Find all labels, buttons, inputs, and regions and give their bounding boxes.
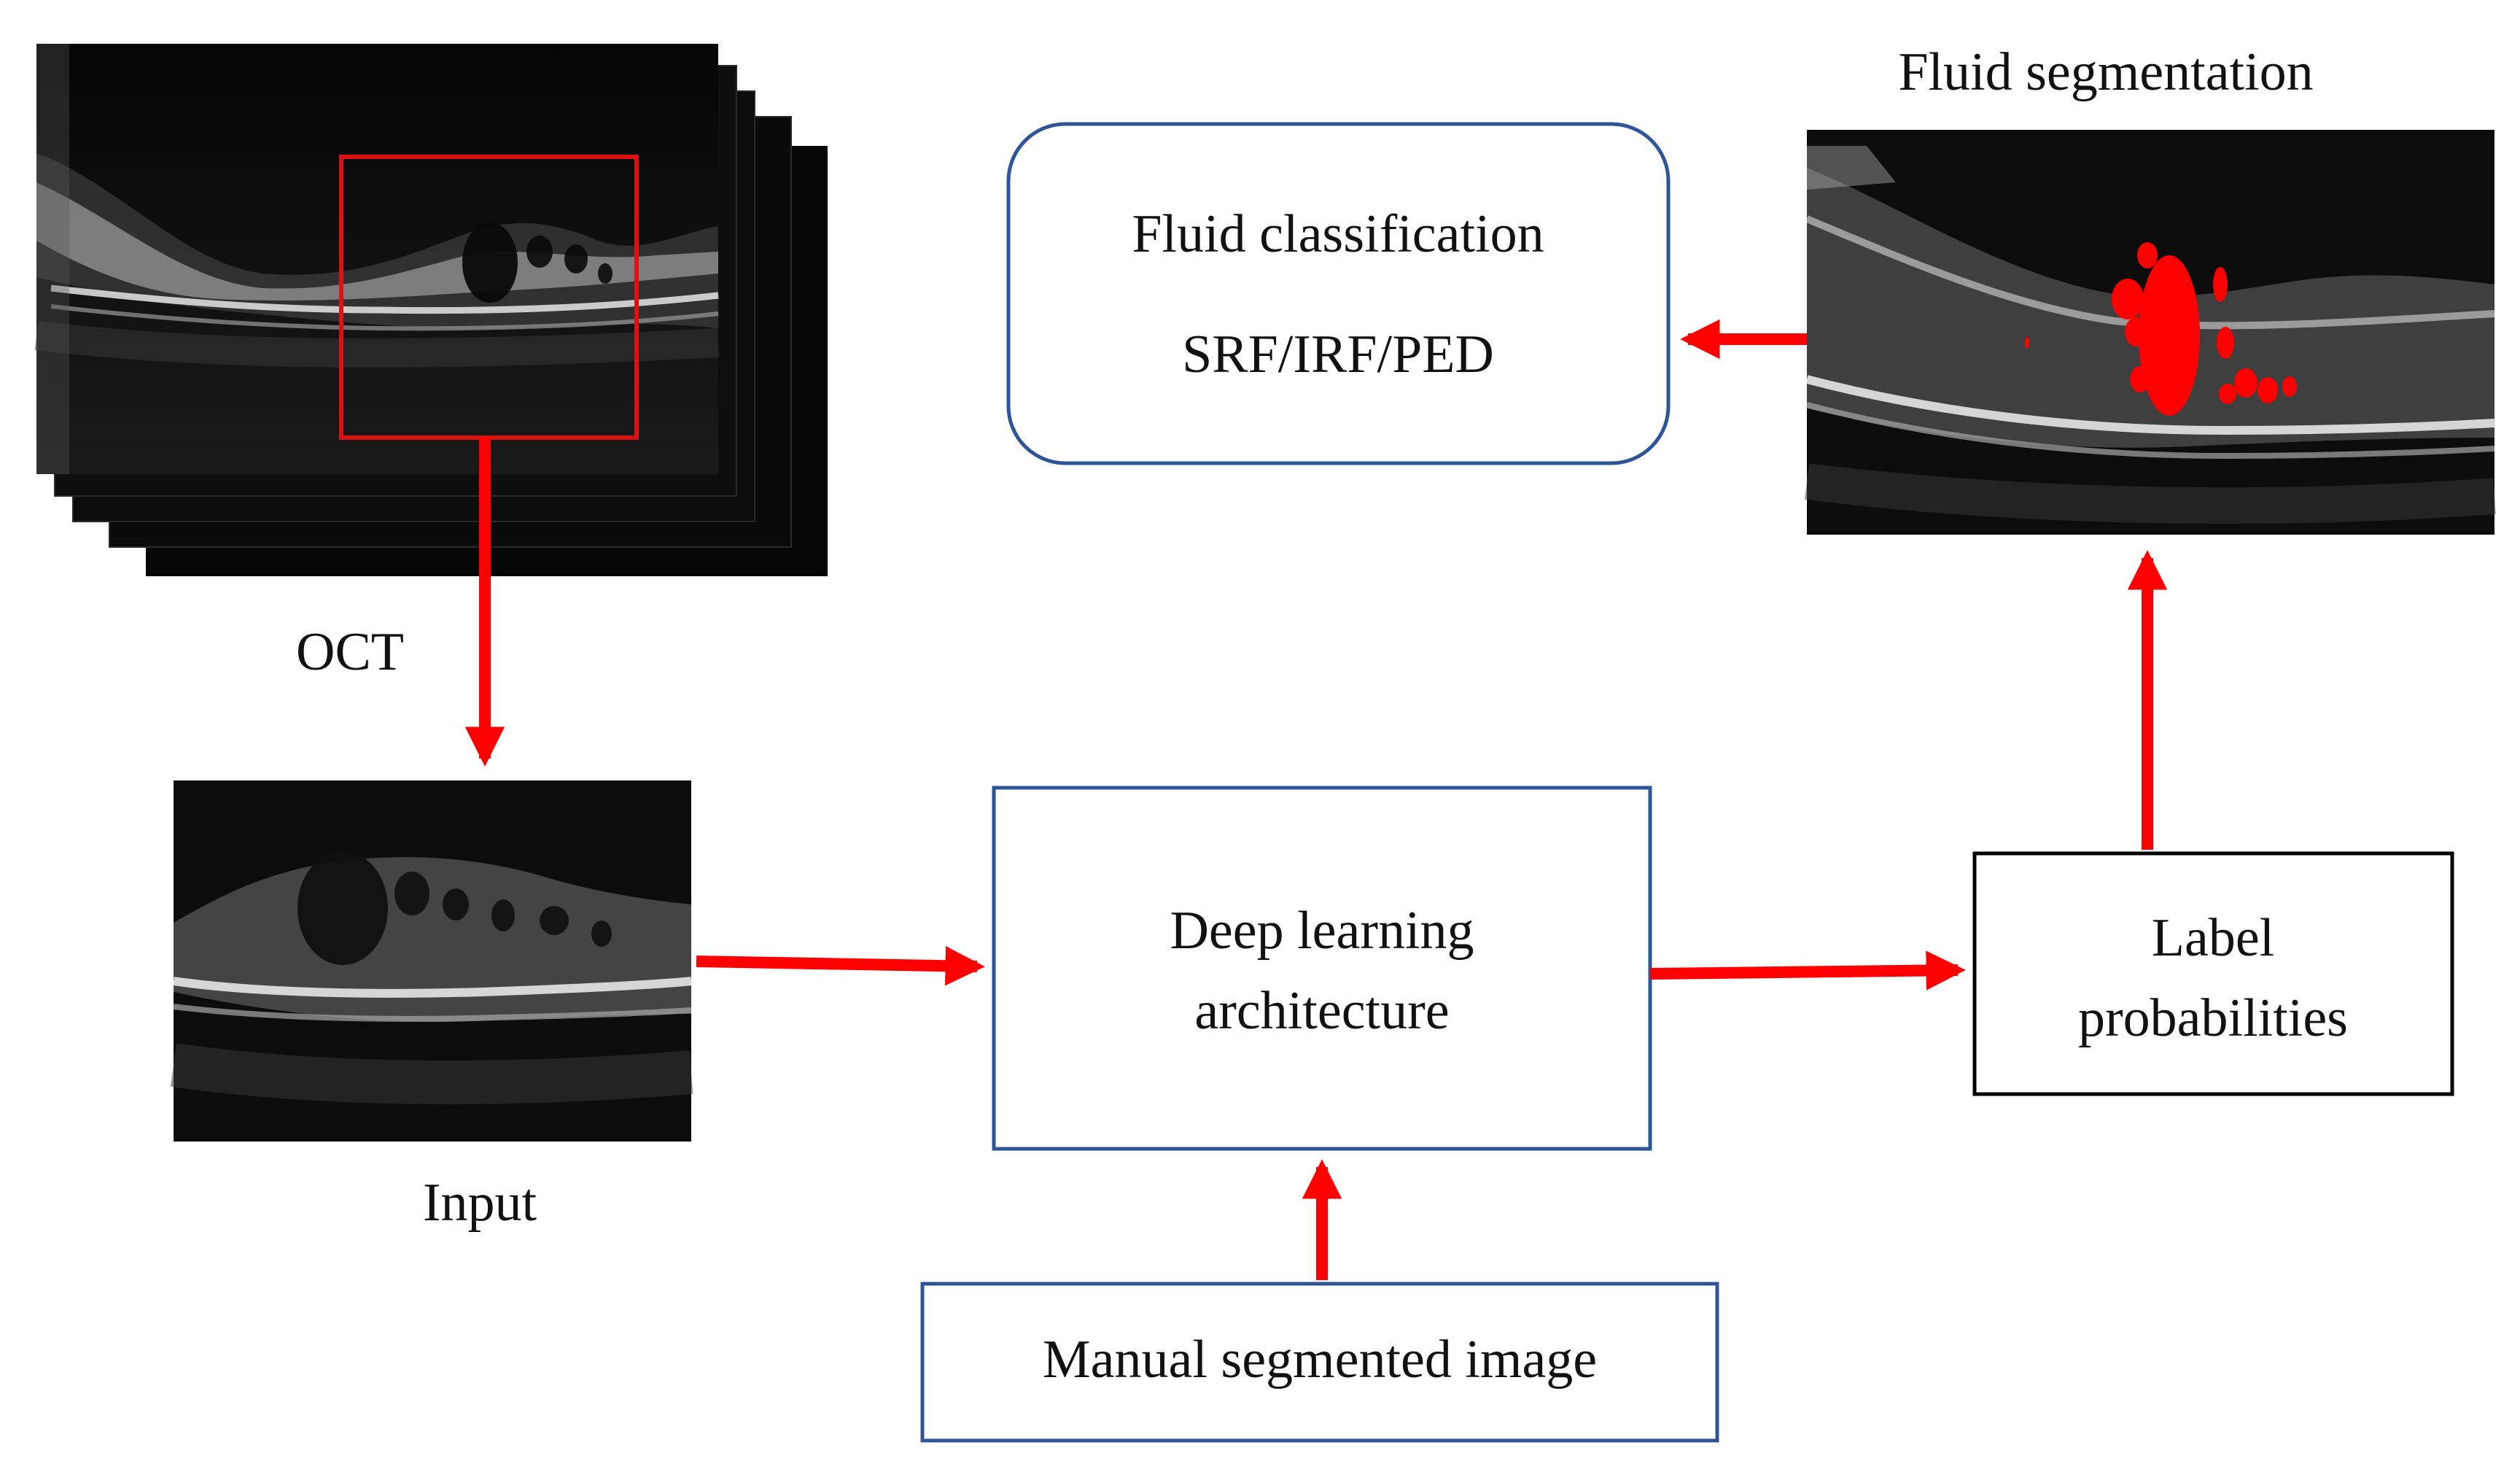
label-probabilities-line1: Label <box>2152 908 2274 968</box>
fluid-segmentation-title: Fluid segmentation <box>1898 42 2313 102</box>
oct-stack <box>34 44 828 576</box>
manual-segmented-label: Manual segmented image <box>1043 1330 1597 1390</box>
fluid-mask <box>2025 242 2297 416</box>
label-probabilities-box: Label probabilities <box>1972 851 2454 1096</box>
deep-learning-label-line1: Deep learning <box>1170 901 1474 961</box>
manual-segmented-box: Manual segmented image <box>920 1282 1719 1443</box>
fluid-classification-box: Fluid classification SRF/IRF/PED <box>1006 122 1671 465</box>
label-probabilities-line2: probabilities <box>2078 988 2348 1048</box>
arrow-deep-learning-to-label <box>1649 950 1966 991</box>
fluid-classification-label: Fluid classification <box>1132 204 1544 264</box>
input-image <box>170 780 693 1142</box>
deep-learning-label-line2: architecture <box>1194 981 1449 1041</box>
deep-learning-box: Deep learning architecture <box>992 786 1652 1151</box>
arrows <box>464 319 2168 1280</box>
oct-label: OCT <box>296 622 404 682</box>
fluid-classification-subtitle: SRF/IRF/PED <box>1182 325 1494 384</box>
fluid-segmentation-image <box>1804 130 2496 535</box>
input-label: Input <box>423 1173 537 1233</box>
oct-slice-front <box>34 44 720 474</box>
arrow-input-to-deep-learning <box>696 946 985 986</box>
